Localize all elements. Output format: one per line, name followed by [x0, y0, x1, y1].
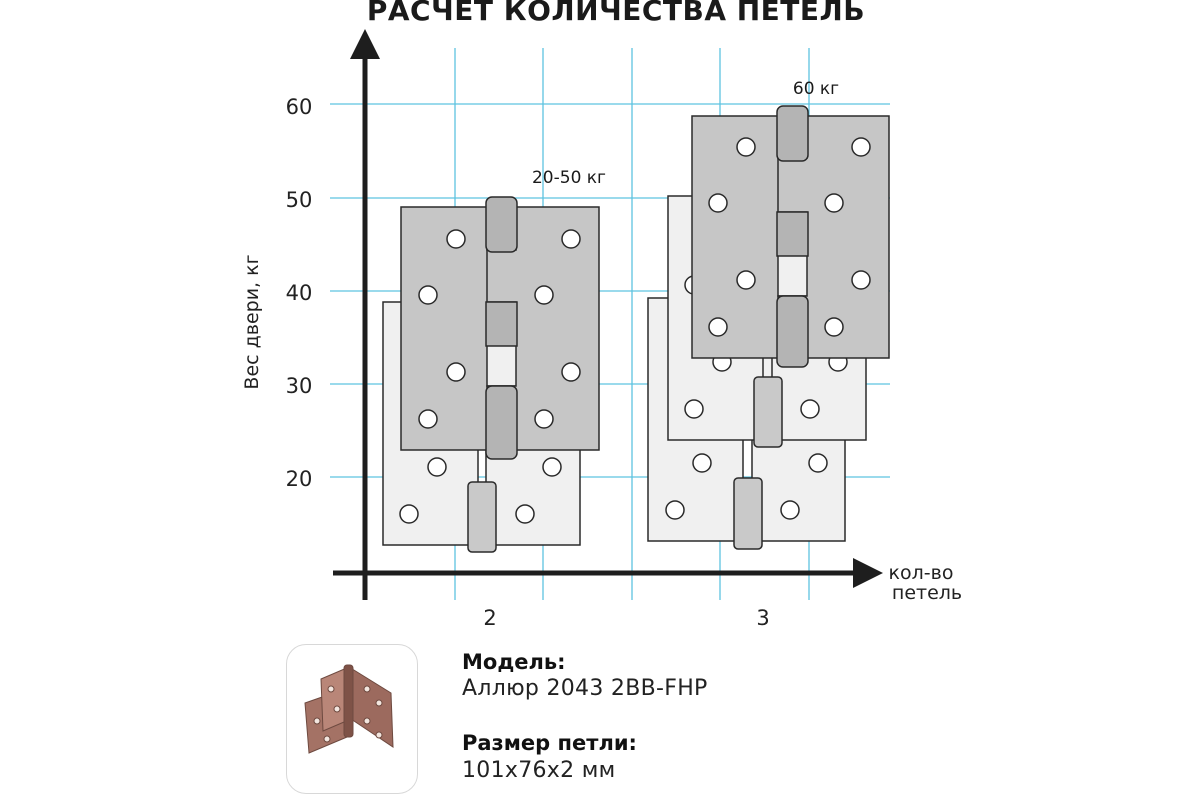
size-value: 101x76x2 мм [462, 758, 616, 783]
model-label: Модель: [462, 650, 566, 674]
x-tick-label: 3 [756, 606, 769, 630]
page-title: РАСЧЕТ КОЛИЧЕСТВА ПЕТЕЛЬ [366, 0, 866, 27]
x-tick-label: 2 [483, 606, 496, 630]
y-tick-label: 50 [286, 188, 313, 212]
hinge-group-2 [382, 196, 600, 553]
copper-hinge-icon [304, 664, 394, 754]
annotation-two-hinges: 20-50 кг [532, 168, 606, 188]
x-axis-label-line1: кол-во [889, 562, 954, 584]
size-label: Размер петли: [462, 731, 637, 755]
hinge-group-3 [647, 105, 890, 550]
y-tick-label: 60 [286, 95, 313, 119]
x-axis-label-line2: петель [892, 582, 962, 604]
y-tick-label: 30 [286, 374, 313, 398]
hinge-front-3 [691, 105, 890, 368]
product-thumbnail [286, 644, 418, 794]
y-axis-label: Вес двери, кг [241, 254, 263, 389]
hinge-front-2 [400, 196, 600, 460]
annotation-three-hinges: 60 кг [793, 79, 839, 99]
y-tick-label: 40 [286, 281, 313, 305]
model-value: Аллюр 2043 2BB-FHP [462, 676, 708, 701]
y-tick-label: 20 [286, 467, 313, 491]
